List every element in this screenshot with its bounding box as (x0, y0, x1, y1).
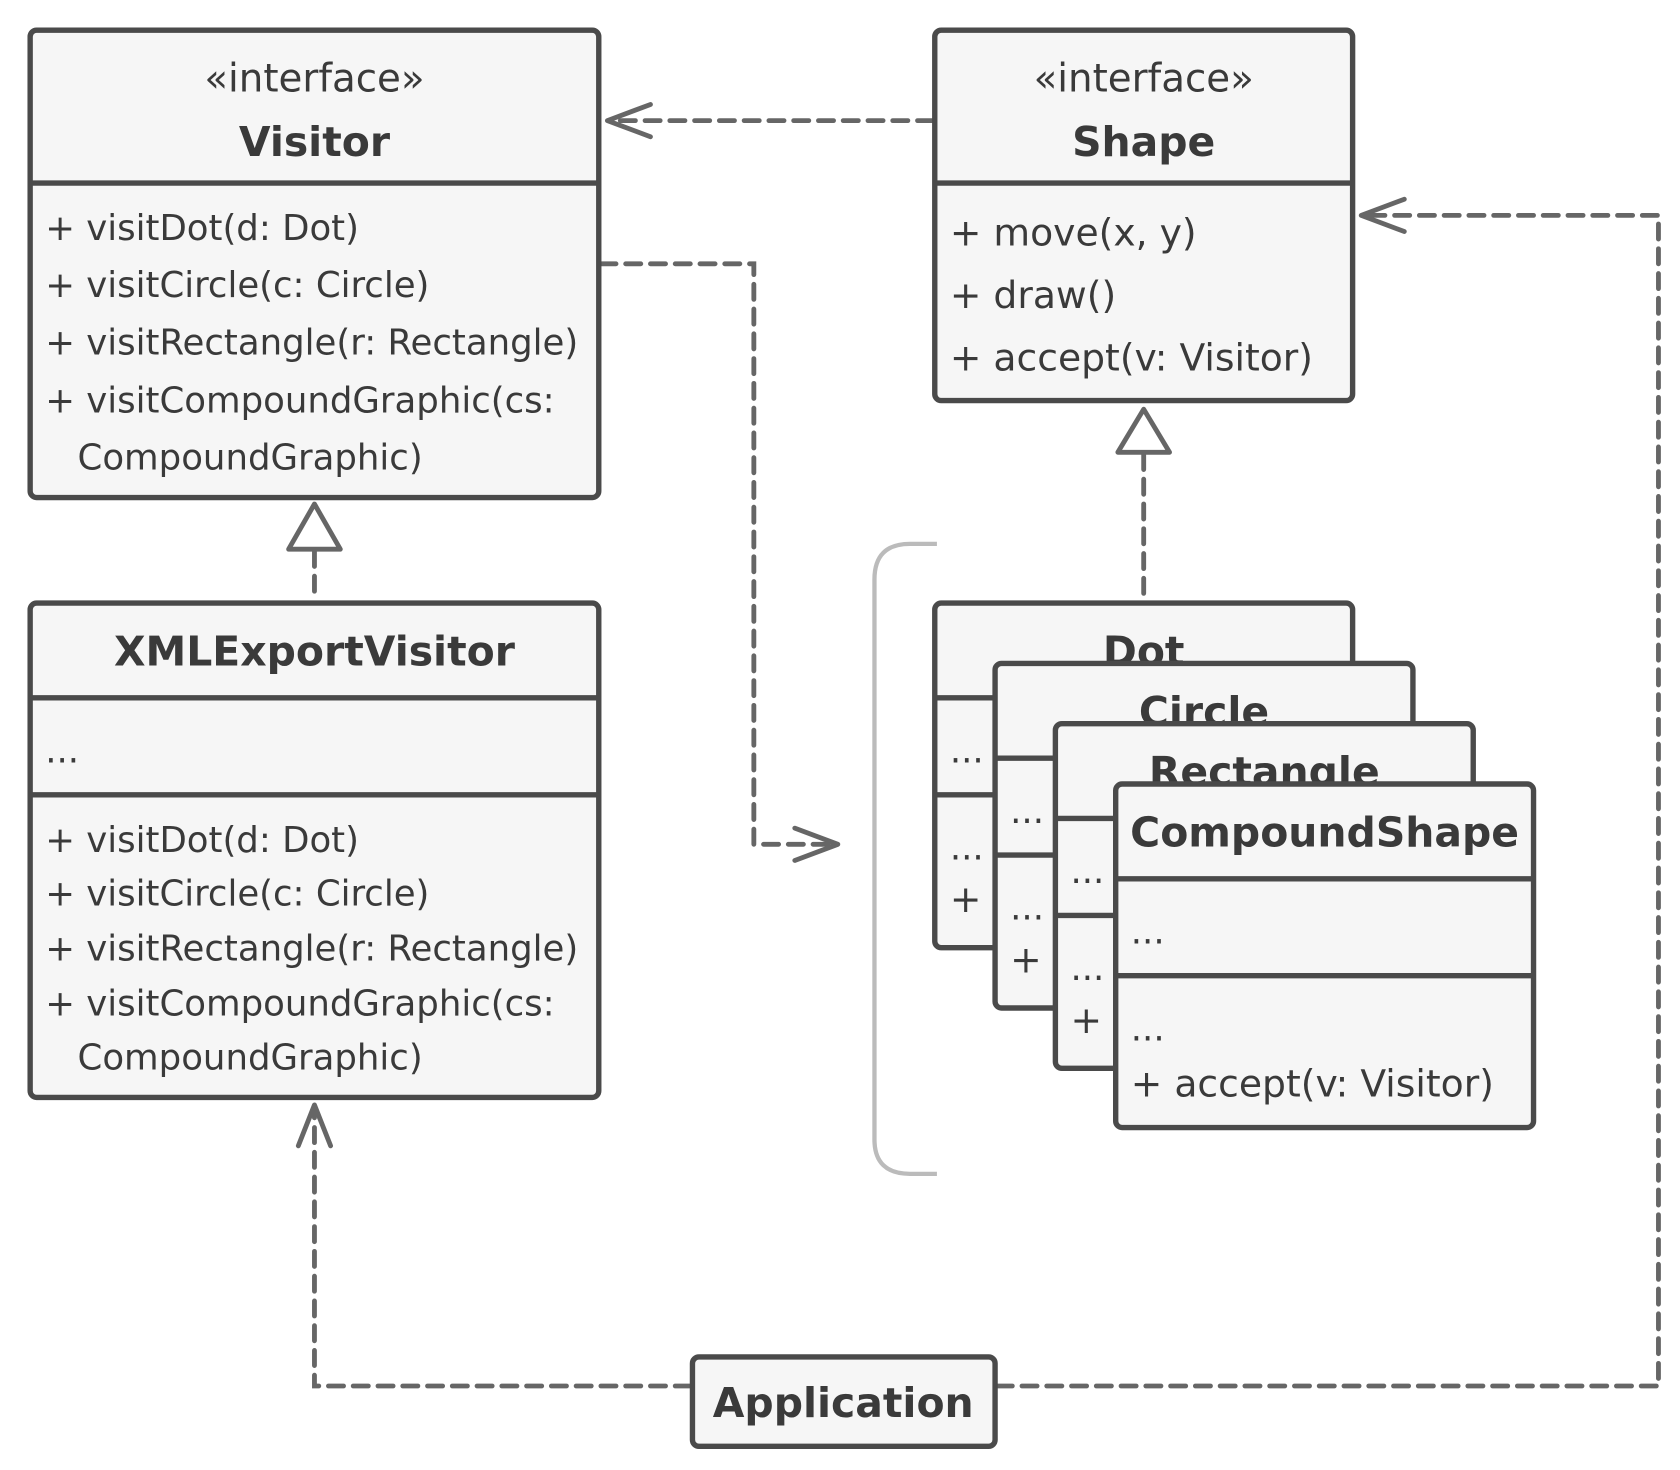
fields: ... (950, 730, 984, 771)
stereotype: «interface» (204, 57, 424, 102)
method: + accept(v: Visitor) (949, 878, 993, 922)
stereotype: «interface» (1034, 57, 1254, 102)
realization-triangle-icon (1115, 406, 1172, 455)
application-class: Application (689, 1354, 998, 1449)
arrowhead-open-icon (295, 1102, 334, 1149)
method: + visitCompoundGraphic(cs: (45, 984, 554, 1025)
arrowhead-open-icon (604, 102, 653, 140)
fields: ... (1010, 791, 1044, 832)
method: + visitRectangle(r: Rectangle) (45, 322, 578, 363)
method: + visitDot(d: Dot) (45, 208, 359, 249)
class-name: Shape (1072, 118, 1215, 166)
ops: ... (950, 827, 984, 868)
method: + visitDot(d: Dot) (45, 820, 359, 861)
method: + accept(v: Visitor) (1010, 939, 1053, 983)
class-name: Visitor (239, 118, 391, 166)
fields: ... (1131, 911, 1165, 952)
arrowhead-open-icon (792, 825, 841, 863)
visitor-interface: «interface» Visitor + visitDot(d: Dot) +… (27, 27, 602, 501)
xmlexportvisitor-class: XMLExportVisitor ... + visitDot(d: Dot) … (27, 600, 602, 1101)
method: + accept(v: Visitor) (1070, 999, 1113, 1043)
application-to-xmlexportvisitor (312, 1106, 693, 1389)
method: + visitCircle(c: Circle) (45, 265, 429, 306)
method: + draw() (950, 273, 1116, 317)
ops: ... (1131, 1008, 1165, 1049)
concrete-shapes-bracket (872, 541, 937, 1176)
fields: ... (1070, 851, 1104, 892)
fields: ... (45, 730, 79, 771)
class-name: Application (713, 1379, 974, 1427)
method: + visitCompoundGraphic(cs: (45, 380, 554, 421)
connectors (286, 102, 1661, 1389)
method: CompoundGraphic) (78, 1037, 423, 1078)
arrowhead-open-icon (1358, 196, 1407, 234)
visitor-to-shapes-dependency (598, 261, 832, 847)
method: + accept(v: Visitor) (1131, 1061, 1494, 1105)
shape-compoundshape: CompoundShape ... ... + accept(v: Visito… (1113, 781, 1537, 1131)
method: + accept(v: Visitor) (950, 335, 1313, 379)
ops: ... (1070, 948, 1104, 989)
method: + move(x, y) (950, 211, 1197, 255)
shape-interface: «interface» Shape + move(x, y) + draw() … (932, 27, 1356, 404)
class-name: CompoundShape (1130, 808, 1519, 856)
application-to-shape (994, 212, 1661, 1389)
method: + visitRectangle(r: Rectangle) (45, 929, 578, 970)
method: CompoundGraphic) (78, 438, 423, 479)
class-name: XMLExportVisitor (114, 628, 516, 676)
ops: ... (1010, 888, 1044, 929)
realization-triangle-icon (286, 501, 343, 552)
method: + visitCircle(c: Circle) (45, 874, 429, 915)
